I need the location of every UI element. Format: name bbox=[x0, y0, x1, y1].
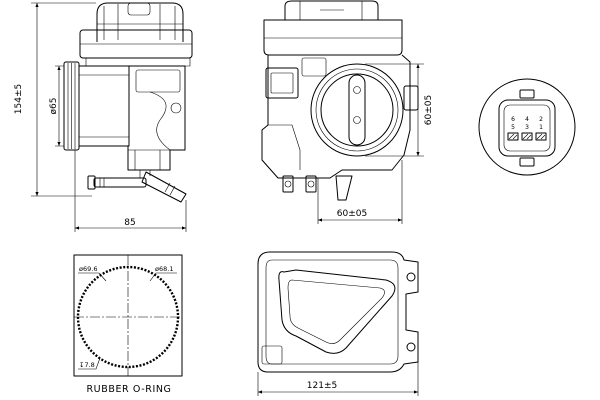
tube-stems bbox=[139, 170, 151, 178]
gasket-outline bbox=[265, 259, 399, 365]
port-2-cap bbox=[307, 180, 315, 188]
lower-bracket bbox=[128, 149, 170, 170]
pin-label-6: 6 bbox=[511, 116, 515, 123]
height-ext-lines bbox=[31, 2, 96, 197]
bore-outer-ring bbox=[310, 63, 404, 157]
inner-diameter-label: ø68.1 bbox=[155, 265, 173, 273]
bolt-hole-lower bbox=[406, 342, 416, 352]
vertical-ext-lines bbox=[365, 63, 424, 157]
flange-outline bbox=[257, 251, 419, 373]
housing-ribs bbox=[97, 4, 183, 40]
coolant-tube-angled bbox=[141, 171, 187, 203]
o-ring-caption: RUBBER O-RING bbox=[86, 384, 171, 395]
electrical-connector bbox=[265, 67, 299, 99]
coolant-tube-straight bbox=[93, 177, 147, 188]
bolt-hole-upper bbox=[406, 272, 416, 282]
flange-step bbox=[261, 345, 283, 365]
flange-dim-label: 121±5 bbox=[307, 381, 337, 391]
depth-leader bbox=[78, 357, 101, 370]
o-ring-circle bbox=[76, 265, 180, 369]
bore-middle-ring bbox=[315, 68, 399, 152]
horizontal-ext-lines bbox=[317, 160, 403, 224]
side-view: 154±5 ø65 85 bbox=[14, 2, 193, 232]
outer-diameter-label: ø69.6 bbox=[79, 265, 97, 273]
outer-diameter-leader bbox=[78, 272, 107, 282]
side-lug bbox=[403, 85, 419, 111]
vertical-dim-label: 60±05 bbox=[424, 95, 434, 125]
port-outline bbox=[278, 269, 396, 354]
o-ring-view: ø69.6 ø68.1 ↧7.8 RUBBER O-RING bbox=[73, 254, 183, 395]
cap-details bbox=[299, 1, 363, 20]
pin-label-4: 4 bbox=[525, 116, 529, 123]
angled-tube-ridges bbox=[164, 182, 176, 196]
flange-ribs bbox=[67, 63, 76, 149]
pin-label-3: 3 bbox=[525, 124, 529, 131]
height-dim-label: 154±5 bbox=[14, 84, 24, 114]
pin-label-5: 5 bbox=[511, 124, 515, 131]
angled-port bbox=[335, 175, 353, 201]
motor-cover bbox=[263, 19, 403, 56]
coolant-port-1 bbox=[282, 175, 294, 193]
mounting-boss bbox=[170, 102, 182, 114]
horizontal-dim-label: 60±05 bbox=[337, 209, 367, 219]
tube-end-cap bbox=[87, 175, 96, 190]
width-dim-label: 85 bbox=[124, 218, 135, 228]
pin-slot-left bbox=[507, 132, 519, 141]
pin-slot-right bbox=[535, 132, 547, 141]
front-view: 60±05 60±05 bbox=[261, 0, 434, 224]
depth-label: ↧7.8 bbox=[79, 361, 95, 369]
connector-tab-bottom bbox=[519, 157, 535, 167]
throttle-plate bbox=[348, 74, 366, 146]
port-1-cap bbox=[284, 180, 292, 188]
detail-circle bbox=[478, 78, 576, 176]
body-contour bbox=[149, 91, 171, 151]
plate-screw-lower bbox=[353, 116, 361, 124]
pin-slot-middle bbox=[521, 132, 533, 141]
top-cap bbox=[284, 0, 379, 20]
bore-inner-ring bbox=[320, 73, 394, 147]
actuator-box bbox=[135, 69, 181, 93]
tube-ridges bbox=[99, 178, 105, 187]
throttle-section bbox=[127, 65, 186, 171]
connector-face bbox=[503, 104, 551, 152]
lower-left-bracket bbox=[268, 124, 301, 170]
flange-ext-lines bbox=[257, 362, 419, 396]
port-inner-outline bbox=[287, 279, 385, 344]
bore-dim-label: ø65 bbox=[49, 98, 59, 115]
inlet-pipe bbox=[78, 65, 130, 147]
upper-bracket bbox=[301, 57, 327, 77]
width-ext-lines bbox=[74, 150, 187, 232]
throttle-body-outline bbox=[261, 54, 411, 179]
plate-screw-upper bbox=[353, 86, 361, 94]
connector-shell bbox=[498, 99, 556, 157]
body-band bbox=[80, 43, 192, 67]
pin-slot-hatching bbox=[508, 133, 546, 140]
connector-tab-top bbox=[519, 89, 535, 99]
motor-housing bbox=[96, 2, 184, 42]
flange-view: 121±5 bbox=[257, 251, 419, 396]
connector-detail: 6 5 4 3 2 1 bbox=[478, 78, 576, 176]
pipe-edges bbox=[79, 74, 129, 138]
coolant-port-2 bbox=[305, 175, 317, 193]
inner-diameter-leader bbox=[149, 272, 177, 282]
connector-inner bbox=[270, 72, 294, 94]
pin-label-2: 2 bbox=[539, 116, 543, 123]
pin-label-1: 1 bbox=[539, 124, 543, 131]
cover-tab bbox=[127, 2, 151, 16]
